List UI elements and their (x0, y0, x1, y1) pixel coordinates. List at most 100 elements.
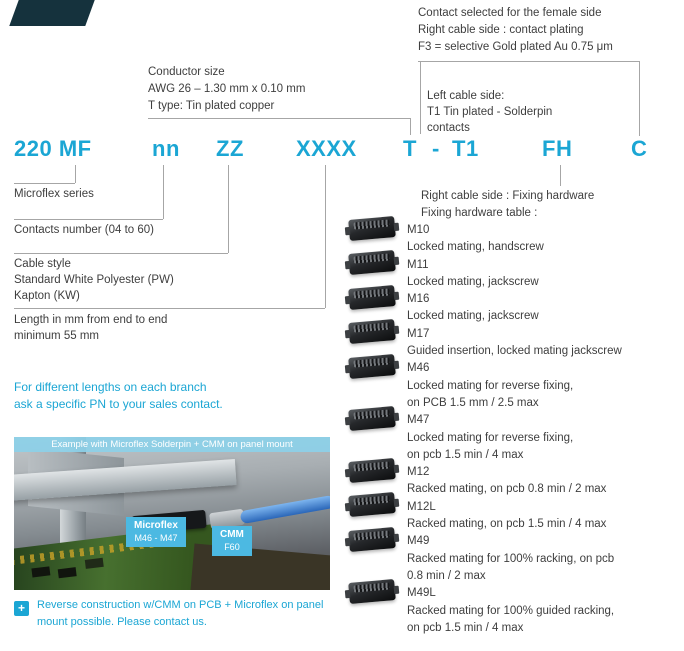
leader-line (75, 165, 76, 183)
pn-segment-series: 220 MF (14, 136, 92, 161)
fh-desc: Locked mating, jackscrew (407, 275, 539, 288)
example-photo: Microflex M46 - M47 CMM F60 (14, 437, 330, 590)
cable-style-line: Standard White Polyester (PW) (14, 274, 174, 286)
connector-thumb-m12 (348, 458, 396, 483)
label-contacts: Contacts number (04 to 60) (14, 224, 154, 236)
connector-thumb-m17 (348, 319, 396, 344)
fh-code: M10 (407, 224, 430, 236)
photo-label-cmm: CMM F60 (212, 526, 252, 556)
photo-label-title: CMM (220, 529, 244, 540)
connector-thumb-m49 (348, 527, 396, 552)
leader-line (14, 183, 75, 184)
pn-segment-cable-style: ZZ (216, 136, 244, 161)
label-cable-style: Cable style Standard White Polyester (PW… (14, 256, 174, 304)
photo-label-title: Microflex (134, 520, 178, 531)
conductor-line: AWG 26 – 1.30 mm x 0.10 mm (148, 83, 306, 95)
fh-desc: Guided insertion, locked mating jackscre… (407, 345, 622, 358)
fixing-hardware-header: Right cable side : Fixing hardware (421, 190, 595, 202)
fh-code: M49 (407, 535, 430, 548)
fh-code: M47 (407, 414, 430, 427)
photo-blue-cable (239, 494, 330, 525)
fh-code: M12L (407, 500, 436, 513)
brand-banner (9, 0, 95, 26)
leader-line (14, 308, 325, 309)
fh-item-m10: M10 Locked mating, handscrew (407, 222, 659, 257)
pn-segment-contacts: nn (152, 136, 180, 161)
fh-item-m17: M17 Guided insertion, locked mating jack… (407, 326, 659, 361)
fh-item-m12: M12 Racked mating, on pcb 0.8 min / 2 ma… (407, 464, 659, 499)
photo-pcb-components (31, 566, 51, 578)
branch-length-note: For different lengths on each branch ask… (14, 379, 223, 413)
fh-desc: on pcb 1.5 min / 4 max (407, 621, 524, 634)
connector-thumb-m47 (348, 406, 396, 431)
left-cable-line: T1 Tin plated - Solderpin (427, 106, 553, 118)
leader-line (148, 118, 411, 119)
fh-code: M11 (407, 258, 429, 271)
photo-label-sub: F60 (224, 542, 240, 552)
connector-thumb-m11 (348, 250, 396, 275)
fh-item-m47: M47 Locked mating for reverse fixing, on… (407, 412, 659, 464)
fh-item-m49: M49 Racked mating for 100% racking, on p… (407, 533, 659, 585)
connector-thumb-m10 (348, 216, 396, 241)
fh-desc: Locked mating, handscrew (407, 241, 544, 254)
length-line: Length in mm from end to end (14, 314, 168, 326)
fh-desc: Locked mating for reverse fixing, (407, 431, 574, 444)
conductor-line: Conductor size (148, 66, 225, 78)
fh-desc: Racked mating for 100% racking, on pcb (407, 552, 615, 565)
fixing-hardware-table: M10 Locked mating, handscrew M11 Locked … (407, 222, 659, 637)
conductor-note: Conductor size AWG 26 – 1.30 mm x 0.10 m… (148, 64, 305, 115)
example-figure: Microflex M46 - M47 CMM F60 Example with… (14, 437, 330, 590)
leader-line (325, 165, 326, 308)
fh-item-m16: M16 Locked mating, jackscrew (407, 291, 659, 326)
label-length: Length in mm from end to end minimum 55 … (14, 312, 167, 344)
fh-desc: 0.8 min / 2 max (407, 569, 486, 582)
contact-plating-line: Contact selected for the female side (418, 7, 602, 19)
label-series: Microflex series (14, 188, 94, 200)
leader-line (420, 61, 421, 134)
cable-style-line: Kapton (KW) (14, 290, 80, 302)
fh-item-m11: M11 Locked mating, jackscrew (407, 257, 659, 292)
leader-line (639, 61, 640, 136)
contact-plating-line: Right cable side : contact plating (418, 24, 584, 36)
pn-segment-fixing-hardware: FH (542, 136, 573, 161)
leader-line (418, 61, 639, 62)
fh-desc: Locked mating, jackscrew (407, 310, 539, 323)
fh-desc: on pcb 1.5 min / 4 max (407, 448, 524, 461)
fh-item-m12l: M12L Racked mating, on pcb 1.5 min / 4 m… (407, 499, 659, 534)
pn-segment-contact: C (631, 136, 648, 161)
leader-line (410, 118, 411, 135)
figure-caption: Example with Microflex Solderpin + CMM o… (14, 437, 330, 452)
conductor-line: T type: Tin plated copper (148, 100, 275, 112)
leader-line (14, 219, 163, 220)
fh-desc: Locked mating for reverse fixing, (407, 379, 574, 392)
pn-segment-length: XXXX (296, 136, 357, 161)
reverse-construction-note: Reverse construction w/CMM on PCB + Micr… (37, 599, 324, 628)
fh-item-m49l: M49L Racked mating for 100% guided racki… (407, 585, 659, 637)
leader-line (228, 165, 229, 253)
fh-code: M46 (407, 362, 430, 375)
branch-length-line: For different lengths on each branch (14, 380, 207, 394)
fh-code: M12 (407, 466, 430, 479)
photo-label-sub: M46 - M47 (134, 533, 178, 543)
leader-line (560, 165, 561, 186)
fh-desc: Racked mating for 100% guided racking, (407, 604, 615, 617)
left-cable-line: contacts (427, 122, 470, 134)
cable-style-line: Cable style (14, 258, 71, 270)
fh-code: M16 (407, 293, 430, 306)
pn-segment-dash: - (432, 136, 440, 161)
fh-item-m46: M46 Locked mating for reverse fixing, on… (407, 360, 659, 412)
pn-segment-conductor: T (403, 136, 417, 161)
plus-icon: + (14, 601, 29, 616)
branch-length-line: ask a specific PN to your sales contact. (14, 397, 223, 411)
connector-thumb-m49l (348, 579, 396, 604)
connector-thumb-m46 (348, 354, 396, 379)
photo-label-microflex: Microflex M46 - M47 (126, 517, 186, 547)
connector-thumb-m12l (348, 492, 396, 517)
fixing-hardware-table-title: Fixing hardware table : (421, 207, 538, 219)
left-cable-note: Left cable side: T1 Tin plated - Solderp… (427, 88, 552, 136)
leader-line (14, 253, 228, 254)
fh-desc: Racked mating, on pcb 0.8 min / 2 max (407, 483, 607, 496)
length-line: minimum 55 mm (14, 330, 99, 342)
fh-code: M49L (407, 587, 436, 600)
